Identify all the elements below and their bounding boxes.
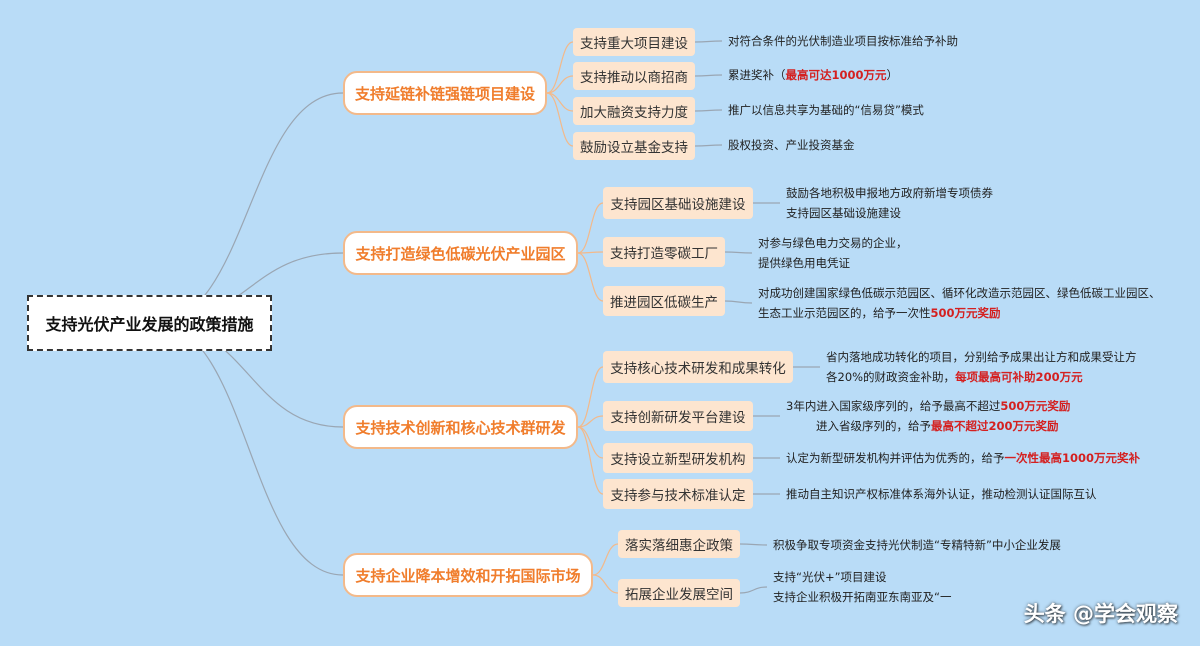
leaf-line: 3年内进入国家级序列的，给予最高不超过500万元奖励 [786, 396, 1070, 416]
sub-node: 支持推动以商招商 [573, 62, 695, 90]
leaf-line: 省内落地成功转化的项目，分别给予成果出让方和成果受让方 [826, 347, 1137, 367]
leaf-segment: 鼓励各地积极申报地方政府新增专项债券 [786, 186, 993, 200]
sub-node: 拓展企业发展空间 [618, 579, 740, 607]
leaf-segment: 积极争取专项资金支持光伏制造“专精特新”中小企业发展 [773, 538, 1061, 552]
leaf-line: 认定为新型研发机构并评估为优秀的，给予一次性最高1000万元奖补 [786, 448, 1140, 468]
branch-sub-connector [592, 543, 619, 576]
sub-node: 推进园区低碳生产 [603, 286, 725, 316]
leaf-segment: 认定为新型研发机构并评估为优秀的，给予 [786, 451, 1005, 465]
highlight-text: 500万元奖励 [930, 306, 1001, 320]
leaf-segment: 省内落地成功转化的项目，分别给予成果出让方和成果受让方 [826, 350, 1137, 364]
leaf-line: 推广以信息共享为基础的“信易贷”模式 [728, 100, 924, 120]
leaf-segment: 对参与绿色电力交易的企业， [758, 236, 908, 250]
branch-node: 支持打造绿色低碳光伏产业园区 [343, 231, 578, 275]
watermark: 头条 @学会观察 [1023, 602, 1178, 626]
sub-leaf-connector [739, 586, 768, 594]
branch-sub-connector [577, 426, 604, 459]
leaf-text: 积极争取专项资金支持光伏制造“专精特新”中小企业发展 [773, 535, 1061, 555]
branch-sub-connector [577, 415, 604, 428]
leaf-segment: 推广以信息共享为基础的“信易贷”模式 [728, 103, 924, 117]
highlight-text: 最高不超过200万元奖励 [931, 419, 1059, 433]
leaf-line: 支持“光伏+”项目建设 [773, 567, 951, 587]
sub-leaf-connector [694, 109, 723, 112]
sub-leaf-connector [724, 300, 753, 304]
sub-node: 落实落细惠企政策 [618, 530, 740, 558]
leaf-segment: 对成功创建国家绿色低碳示范园区、循环化改造示范园区、绿色低碳工业园区、 [758, 286, 1161, 300]
leaf-line: 进入省级序列的，给予最高不超过200万元奖励 [786, 416, 1070, 436]
sub-node: 鼓励设立基金支持 [573, 132, 695, 160]
leaf-line: 对参与绿色电力交易的企业， [758, 233, 908, 253]
branch-sub-connector [577, 366, 604, 428]
highlight-text: 500万元奖励 [1000, 399, 1071, 413]
leaf-segment: 对符合条件的光伏制造业项目按标准给予补助 [728, 34, 958, 48]
leaf-segment: ） [886, 68, 899, 82]
leaf-line: 支持企业积极开拓南亚东南亚及“一 [773, 587, 951, 607]
leaf-line: 推动自主知识产权标准体系海外认证，推动检测认证国际互认 [786, 484, 1097, 504]
leaf-line: 累进奖补（最高可达1000万元） [728, 65, 898, 85]
leaf-line: 生态工业示范园区的，给予一次性500万元奖励 [758, 303, 1161, 323]
leaf-line: 提供绿色用电凭证 [758, 253, 908, 273]
leaf-text: 对符合条件的光伏制造业项目按标准给予补助 [728, 31, 958, 51]
leaf-text: 省内落地成功转化的项目，分别给予成果出让方和成果受让方各20%的财政资金补助，每… [826, 347, 1137, 387]
leaf-segment: 累进奖补（ [728, 68, 786, 82]
leaf-text: 支持“光伏+”项目建设支持企业积极开拓南亚东南亚及“一 [773, 567, 951, 607]
leaf-line: 支持园区基础设施建设 [786, 203, 993, 223]
branch-sub-connector [577, 252, 604, 302]
leaf-line: 各20%的财政资金补助，每项最高可补助200万元 [826, 367, 1137, 387]
leaf-text: 推动自主知识产权标准体系海外认证，推动检测认证国际互认 [786, 484, 1097, 504]
root-branch-connector [154, 322, 344, 576]
leaf-text: 累进奖补（最高可达1000万元） [728, 65, 898, 85]
leaf-segment: 支持企业积极开拓南亚东南亚及“一 [773, 590, 952, 604]
leaf-text: 股权投资、产业投资基金 [728, 135, 855, 155]
leaf-segment: 各20%的财政资金补助， [826, 370, 956, 384]
root-node: 支持光伏产业发展的政策措施 [27, 295, 272, 351]
sub-leaf-connector [724, 251, 753, 254]
leaf-line: 积极争取专项资金支持光伏制造“专精特新”中小企业发展 [773, 535, 1061, 555]
highlight-text: 最高可达1000万元 [785, 68, 887, 82]
branch-node: 支持技术创新和核心技术群研发 [343, 405, 578, 449]
sub-node: 支持核心技术研发和成果转化 [603, 351, 793, 383]
sub-node: 支持设立新型研发机构 [603, 443, 753, 473]
sub-node: 支持园区基础设施建设 [603, 187, 753, 219]
branch-sub-connector [546, 92, 574, 147]
leaf-segment: 生态工业示范园区的，给予一次性 [758, 306, 931, 320]
branch-sub-connector [577, 426, 604, 495]
sub-leaf-connector [694, 74, 723, 77]
branch-sub-connector [577, 202, 604, 254]
leaf-segment: 支持“光伏+”项目建设 [773, 570, 887, 584]
leaf-segment: 3年内进入国家级序列的，给予最高不超过 [786, 399, 1001, 413]
leaf-line: 股权投资、产业投资基金 [728, 135, 855, 155]
leaf-text: 推广以信息共享为基础的“信易贷”模式 [728, 100, 924, 120]
leaf-line: 对成功创建国家绿色低碳示范园区、循环化改造示范园区、绿色低碳工业园区、 [758, 283, 1161, 303]
leaf-text: 3年内进入国家级序列的，给予最高不超过500万元奖励进入省级序列的，给予最高不超… [786, 396, 1070, 436]
highlight-text: 一次性最高1000万元奖补 [1004, 451, 1141, 465]
leaf-segment: 股权投资、产业投资基金 [728, 138, 855, 152]
leaf-text: 对成功创建国家绿色低碳示范园区、循环化改造示范园区、绿色低碳工业园区、生态工业示… [758, 283, 1161, 323]
leaf-line: 对符合条件的光伏制造业项目按标准给予补助 [728, 31, 958, 51]
sub-leaf-connector [739, 543, 768, 546]
branch-sub-connector [546, 41, 574, 94]
sub-leaf-connector [694, 40, 723, 43]
branch-node: 支持延链补链强链项目建设 [343, 71, 547, 115]
sub-leaf-connector [694, 144, 723, 147]
sub-node: 支持重大项目建设 [573, 28, 695, 56]
sub-node: 支持打造零碳工厂 [603, 237, 725, 267]
leaf-segment: 推动自主知识产权标准体系海外认证，推动检测认证国际互认 [786, 487, 1097, 501]
sub-node: 加大融资支持力度 [573, 97, 695, 125]
branch-sub-connector [592, 574, 619, 594]
highlight-text: 每项最高可补助200万元 [955, 370, 1083, 384]
branch-sub-connector [546, 75, 574, 94]
sub-node: 支持参与技术标准认定 [603, 479, 753, 509]
sub-node: 支持创新研发平台建设 [603, 401, 753, 431]
leaf-segment: 进入省级序列的，给予 [816, 419, 931, 433]
leaf-text: 鼓励各地积极申报地方政府新增专项债券支持园区基础设施建设 [786, 183, 993, 223]
leaf-text: 认定为新型研发机构并评估为优秀的，给予一次性最高1000万元奖补 [786, 448, 1140, 468]
leaf-segment: 支持园区基础设施建设 [786, 206, 901, 220]
leaf-text: 对参与绿色电力交易的企业， 提供绿色用电凭证 [758, 233, 908, 273]
leaf-line: 鼓励各地积极申报地方政府新增专项债券 [786, 183, 993, 203]
branch-node: 支持企业降本增效和开拓国际市场 [343, 553, 593, 597]
branch-sub-connector [577, 251, 604, 254]
leaf-segment: 提供绿色用电凭证 [758, 256, 850, 270]
